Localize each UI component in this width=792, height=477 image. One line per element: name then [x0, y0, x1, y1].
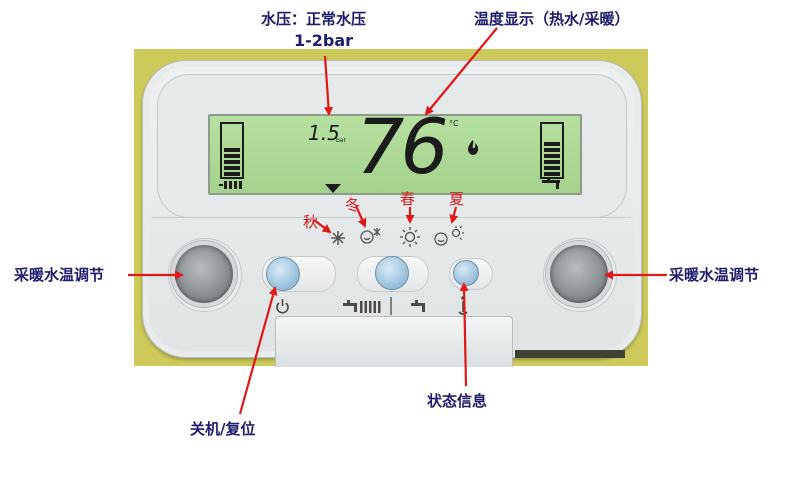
lcd-display [208, 114, 582, 195]
season-spring-label: 春 [400, 190, 416, 208]
hot-water-level-bar [540, 122, 564, 179]
power-reset-button[interactable] [266, 257, 300, 291]
tap-icon [411, 300, 425, 312]
heating-level-bar [220, 122, 244, 179]
right-temperature-knob[interactable] [546, 241, 612, 307]
arrow-status-info [459, 282, 469, 387]
power-icon [276, 299, 289, 314]
left-knob-label: 采暖水温调节 [14, 266, 105, 284]
mode-indicator-triangle [325, 184, 341, 193]
tap-icon [343, 300, 357, 312]
temperature-display-label: 温度显示（热水/采暖） [474, 10, 630, 28]
pressure-readout: 1.5 [308, 121, 340, 145]
season-autumn-label: 秋 [303, 213, 319, 231]
power-reset-label: 关机/复位 [190, 420, 256, 438]
arrow-pressure [323, 55, 334, 116]
radiator-icon [219, 181, 242, 189]
water-pressure-title: 水压：正常水压 [261, 10, 367, 28]
mode-selector-button[interactable] [375, 256, 409, 290]
radiator-icon [360, 301, 381, 313]
snowflake-icon[interactable] [331, 231, 345, 245]
arrow-summer [449, 206, 459, 224]
bottom-cover-tab[interactable] [275, 316, 513, 367]
tap-icon [542, 177, 560, 189]
arrow-autumn [313, 219, 332, 234]
arrow-power-reset [238, 286, 278, 415]
flame-icon [468, 140, 479, 155]
status-info-label: 状态信息 [427, 392, 488, 410]
pressure-unit: bar [336, 137, 346, 144]
temperature-readout: 76 [356, 102, 449, 191]
water-pressure-range: 1-2bar [294, 31, 354, 50]
panel-shadow [515, 350, 625, 358]
sun-icon[interactable] [400, 227, 420, 247]
arrow-temperature [424, 27, 498, 116]
arrow-winter [354, 205, 367, 228]
season-winter-label: 冬 [345, 196, 361, 214]
right-knob-label: 采暖水温调节 [669, 266, 760, 284]
status-info-button[interactable] [453, 260, 479, 286]
summer-mode-icon[interactable] [434, 226, 464, 246]
winter-mode-icon[interactable] [360, 228, 381, 244]
temperature-unit: °C [449, 119, 459, 128]
control-bezel [151, 217, 631, 338]
season-summer-label: 夏 [449, 190, 465, 208]
